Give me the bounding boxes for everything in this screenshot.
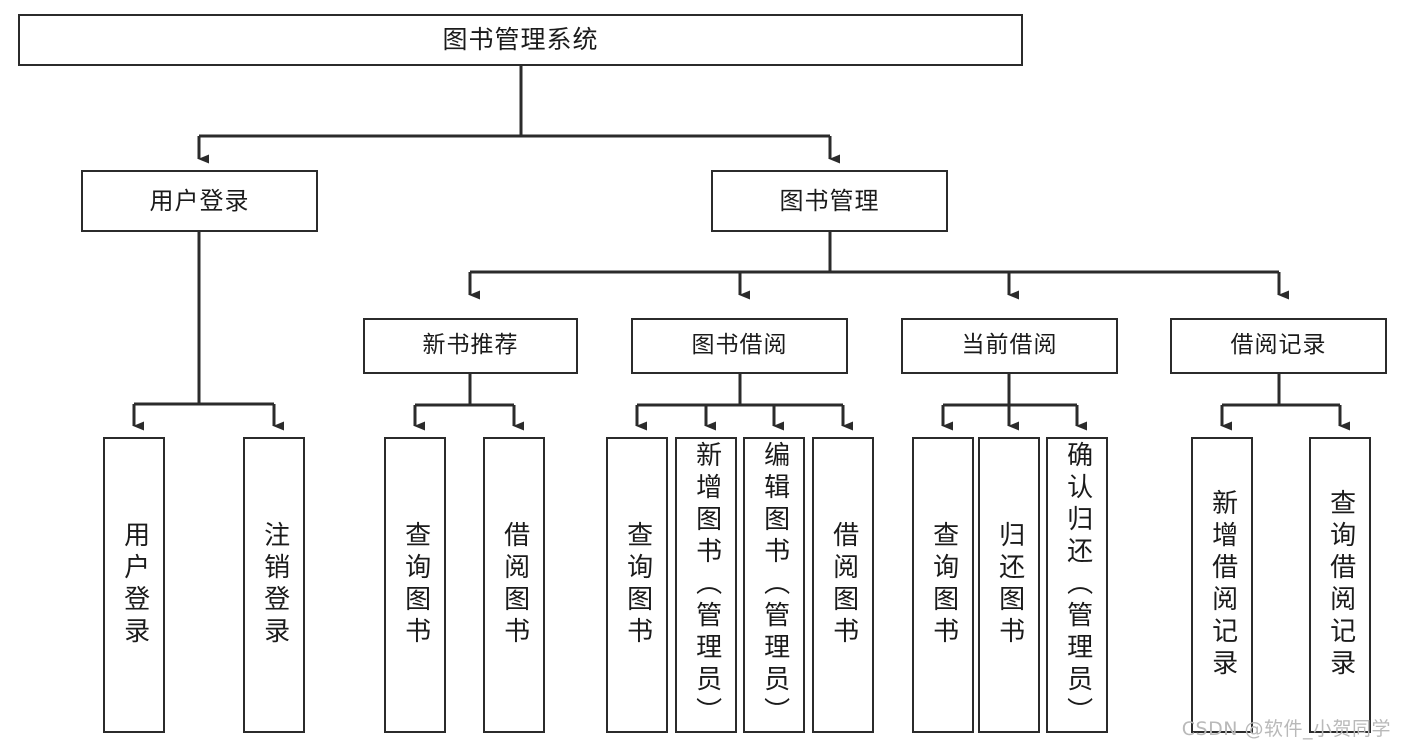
csdn-watermark: CSDN @软件_小贺同学 — [1181, 718, 1391, 740]
node-book-management-label: 图书管理 — [779, 186, 880, 215]
node-borrow-record[interactable]: 借阅记录 — [1170, 318, 1387, 374]
leaf-current-borrow-0-label: 查询图书 — [928, 521, 959, 649]
leaf-book-borrow-2[interactable]: 编辑图书（管理员） — [743, 437, 805, 733]
leaf-user-login-0-label: 用户登录 — [119, 521, 150, 649]
leaf-book-borrow-1-label: 新增图书（管理员） — [691, 441, 722, 729]
node-book-management[interactable]: 图书管理 — [711, 170, 948, 232]
leaf-current-borrow-2-label: 确认归还（管理员） — [1062, 441, 1093, 729]
leaf-borrow-record-0-label: 新增借阅记录 — [1207, 489, 1238, 681]
leaf-book-borrow-1[interactable]: 新增图书（管理员） — [675, 437, 737, 733]
leaf-current-borrow-1-label: 归还图书 — [994, 521, 1025, 649]
node-book-borrow-label: 图书借阅 — [691, 332, 788, 359]
leaf-new-book-recommend-0[interactable]: 查询图书 — [384, 437, 446, 733]
node-user-login[interactable]: 用户登录 — [81, 170, 318, 232]
node-user-login-label: 用户登录 — [149, 186, 250, 215]
leaf-borrow-record-1-label: 查询借阅记录 — [1325, 489, 1356, 681]
leaf-borrow-record-0[interactable]: 新增借阅记录 — [1191, 437, 1253, 733]
leaf-new-book-recommend-0-label: 查询图书 — [400, 521, 431, 649]
node-borrow-record-label: 借阅记录 — [1230, 332, 1327, 359]
leaf-current-borrow-1[interactable]: 归还图书 — [978, 437, 1040, 733]
leaf-book-borrow-3-label: 借阅图书 — [828, 521, 859, 649]
leaf-current-borrow-2[interactable]: 确认归还（管理员） — [1046, 437, 1108, 733]
node-book-borrow[interactable]: 图书借阅 — [631, 318, 848, 374]
leaf-new-book-recommend-1[interactable]: 借阅图书 — [483, 437, 545, 733]
leaf-book-borrow-0[interactable]: 查询图书 — [606, 437, 668, 733]
node-current-borrow[interactable]: 当前借阅 — [901, 318, 1118, 374]
node-new-book-recommend-label: 新书推荐 — [422, 332, 519, 359]
leaf-book-borrow-0-label: 查询图书 — [622, 521, 653, 649]
leaf-user-login-0[interactable]: 用户登录 — [103, 437, 165, 733]
leaf-user-login-1[interactable]: 注销登录 — [243, 437, 305, 733]
leaf-borrow-record-1[interactable]: 查询借阅记录 — [1309, 437, 1371, 733]
node-root[interactable]: 图书管理系统 — [18, 14, 1023, 66]
leaf-user-login-1-label: 注销登录 — [259, 521, 290, 649]
leaf-new-book-recommend-1-label: 借阅图书 — [499, 521, 530, 649]
leaf-book-borrow-3[interactable]: 借阅图书 — [812, 437, 874, 733]
node-new-book-recommend[interactable]: 新书推荐 — [363, 318, 578, 374]
leaf-current-borrow-0[interactable]: 查询图书 — [912, 437, 974, 733]
node-current-borrow-label: 当前借阅 — [961, 332, 1058, 359]
leaf-book-borrow-2-label: 编辑图书（管理员） — [759, 441, 790, 729]
node-root-label: 图书管理系统 — [442, 25, 599, 55]
